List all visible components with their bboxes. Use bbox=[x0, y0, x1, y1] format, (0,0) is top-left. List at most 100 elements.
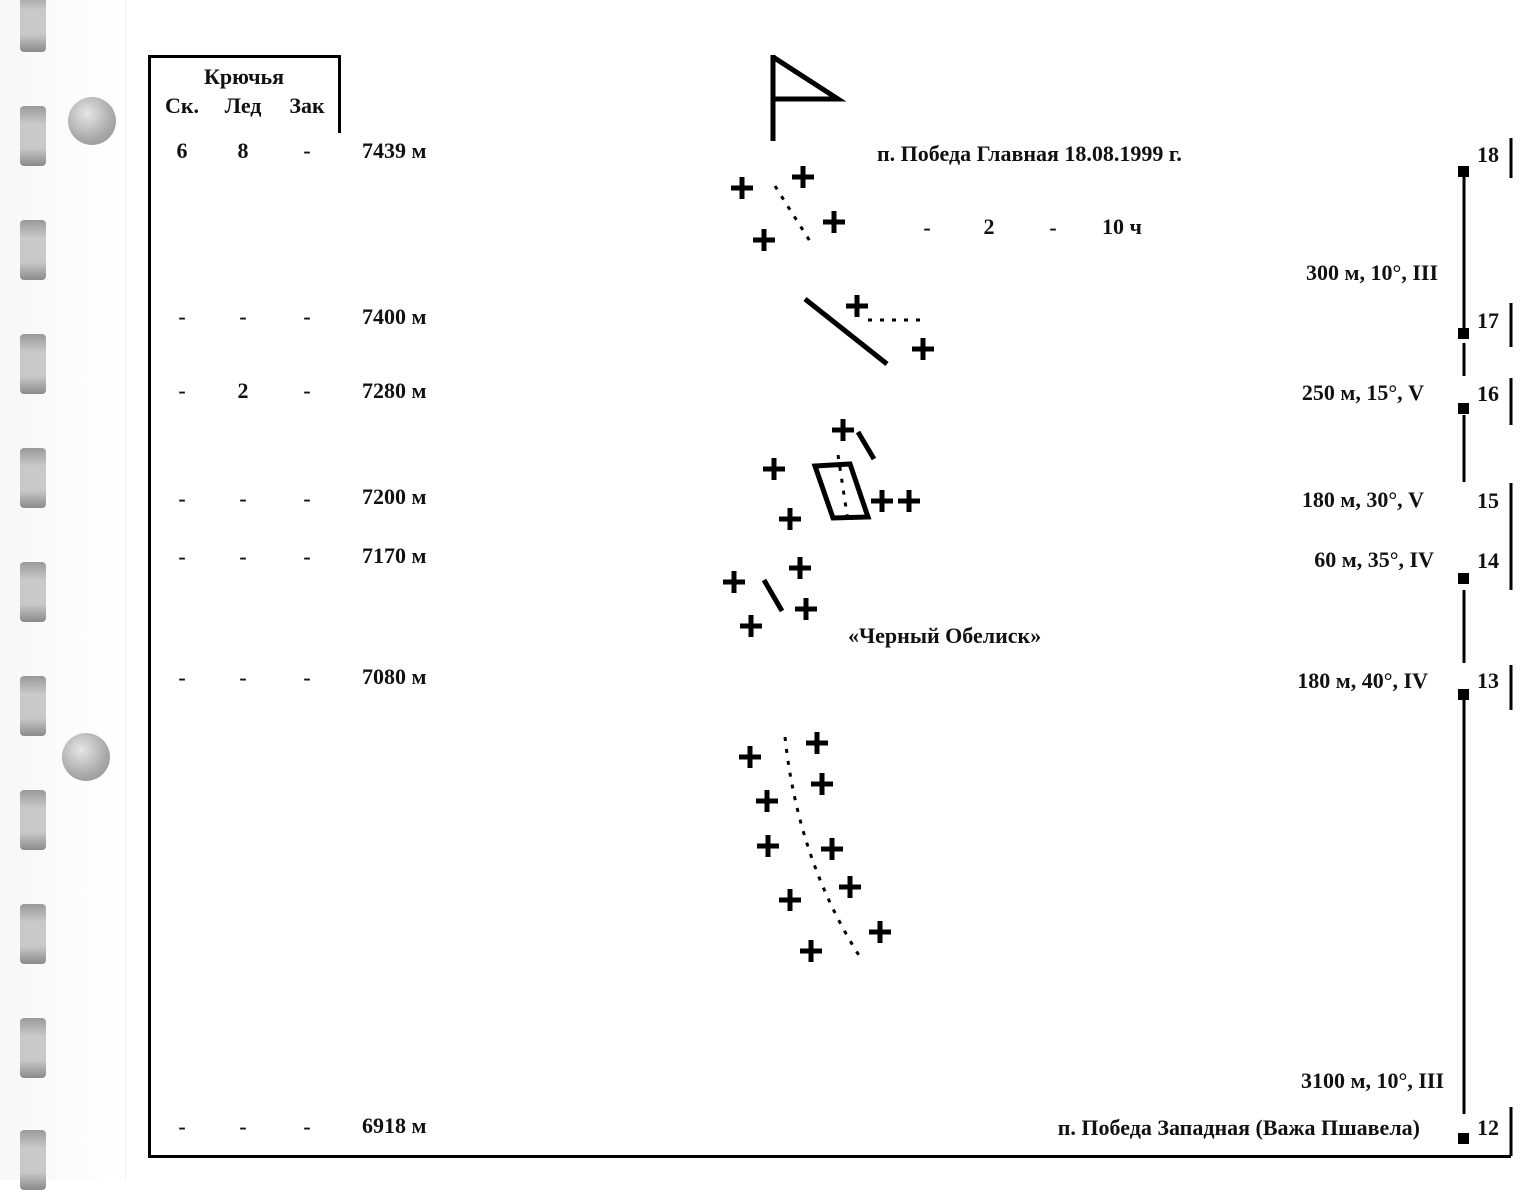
piton-cross-icon bbox=[869, 921, 891, 943]
piton-cross-icon bbox=[779, 508, 801, 530]
piton-cross-icon bbox=[723, 571, 745, 593]
scale-node bbox=[1458, 328, 1469, 339]
summit-row-b: 2 bbox=[983, 214, 995, 239]
row-rock: - bbox=[178, 378, 186, 403]
row-bolt: - bbox=[303, 378, 311, 403]
row-rock: - bbox=[178, 486, 186, 511]
segment-desc: 60 м, 35°, IV bbox=[1314, 547, 1434, 572]
piton-cross-icon bbox=[740, 615, 762, 637]
landmark-label: «Черный Обелиск» bbox=[848, 623, 1042, 648]
row-rock: - bbox=[178, 665, 186, 690]
summit-row-c: - bbox=[1049, 215, 1057, 240]
segment-desc: 180 м, 40°, IV bbox=[1297, 668, 1428, 693]
piton-cross-icon bbox=[823, 211, 845, 233]
piton-cross-icon bbox=[846, 295, 868, 317]
point-number: 12 bbox=[1477, 1115, 1499, 1140]
scale-node bbox=[1458, 1133, 1469, 1144]
piton-cross-icon bbox=[763, 458, 785, 480]
row-ice: - bbox=[239, 1114, 247, 1139]
binder-slot bbox=[20, 448, 46, 508]
binder-slot bbox=[20, 676, 46, 736]
point-number: 14 bbox=[1477, 548, 1499, 573]
row-rock: 6 bbox=[176, 138, 188, 163]
piton-cross-icon bbox=[898, 490, 920, 512]
piton-cross-icon bbox=[756, 790, 778, 812]
row-ice: - bbox=[239, 665, 247, 690]
row-altitude: 7280 м bbox=[362, 378, 427, 403]
row-bolt: - bbox=[303, 486, 311, 511]
piton-cross-icon bbox=[739, 746, 761, 768]
rock-features bbox=[761, 297, 889, 613]
piton-cross-icon bbox=[779, 889, 801, 911]
diagram-frame bbox=[148, 57, 1511, 1158]
base-label: п. Победа Западная (Важа Пшавела) bbox=[1057, 1115, 1420, 1140]
binder-margin bbox=[0, 0, 126, 1190]
punch-hole bbox=[68, 97, 116, 145]
piton-cross-icon bbox=[821, 838, 843, 860]
scale-node bbox=[1458, 166, 1469, 177]
row-rock: - bbox=[178, 544, 186, 569]
row-ice: - bbox=[239, 486, 247, 511]
summit-flag-icon bbox=[770, 54, 847, 141]
route-dotted-lines bbox=[773, 185, 928, 958]
row-rock: - bbox=[178, 1114, 186, 1139]
piton-cross-icon bbox=[757, 835, 779, 857]
row-ice: 8 bbox=[237, 138, 249, 163]
point-number: 15 bbox=[1477, 488, 1499, 513]
row-altitude: 7170 м bbox=[362, 543, 427, 568]
binder-slot bbox=[20, 904, 46, 964]
row-bolt: - bbox=[303, 665, 311, 690]
point-number: 16 bbox=[1477, 381, 1499, 406]
piton-cross-icon bbox=[795, 598, 817, 620]
col-bolt-header: Зак bbox=[289, 93, 325, 118]
binder-slot bbox=[20, 562, 46, 622]
route-scale bbox=[1462, 138, 1513, 1156]
binder-slot bbox=[20, 1018, 46, 1078]
scale-node bbox=[1458, 573, 1469, 584]
col-rock-header: Ск. bbox=[164, 93, 200, 118]
row-ice: - bbox=[239, 304, 247, 329]
piton-cross-icon bbox=[792, 166, 814, 188]
piton-cross-icon bbox=[839, 876, 861, 898]
piton-cross-icon bbox=[806, 732, 828, 754]
summit-label: п. Победа Главная 18.08.1999 г. bbox=[877, 141, 1182, 166]
binder-slot bbox=[20, 106, 46, 166]
row-rock: - bbox=[178, 304, 186, 329]
point-number: 18 bbox=[1477, 142, 1499, 167]
piton-cross-icon bbox=[731, 177, 753, 199]
point-number: 13 bbox=[1477, 668, 1499, 693]
route-scale-nodes bbox=[1458, 166, 1469, 1144]
piton-cross-icon bbox=[789, 557, 811, 579]
row-bolt: - bbox=[303, 138, 311, 163]
piton-cross-icon bbox=[912, 338, 934, 360]
summit-time: 10 ч bbox=[1102, 214, 1142, 239]
row-bolt: - bbox=[303, 544, 311, 569]
row-altitude: 7200 м bbox=[362, 484, 427, 509]
col-ice-header: Лед bbox=[224, 93, 262, 118]
scale-node bbox=[1458, 403, 1469, 414]
binder-slot bbox=[20, 220, 46, 280]
segment-desc: 300 м, 10°, III bbox=[1306, 260, 1438, 285]
piton-cross-icon bbox=[753, 229, 775, 251]
hooks-title: Крючья bbox=[203, 64, 285, 89]
segment-desc: 3100 м, 10°, III bbox=[1301, 1068, 1444, 1093]
punch-hole bbox=[62, 733, 110, 781]
piton-markers bbox=[723, 166, 934, 962]
scale-node bbox=[1458, 689, 1469, 700]
segment-desc: 180 м, 30°, V bbox=[1301, 487, 1424, 512]
row-bolt: - bbox=[303, 1114, 311, 1139]
hooks-header-box bbox=[148, 55, 341, 133]
piton-cross-icon bbox=[871, 490, 893, 512]
binder-slot bbox=[20, 334, 46, 394]
row-bolt: - bbox=[303, 304, 311, 329]
row-ice: 2 bbox=[237, 378, 249, 403]
piton-cross-icon bbox=[832, 419, 854, 441]
piton-cross-icon bbox=[811, 773, 833, 795]
row-ice: - bbox=[239, 544, 247, 569]
binder-slot bbox=[20, 790, 46, 850]
segment-desc: 250 м, 15°, V bbox=[1301, 380, 1424, 405]
point-number: 17 bbox=[1477, 308, 1499, 333]
row-altitude: 7080 м bbox=[362, 664, 427, 689]
binder-slot bbox=[20, 0, 46, 52]
